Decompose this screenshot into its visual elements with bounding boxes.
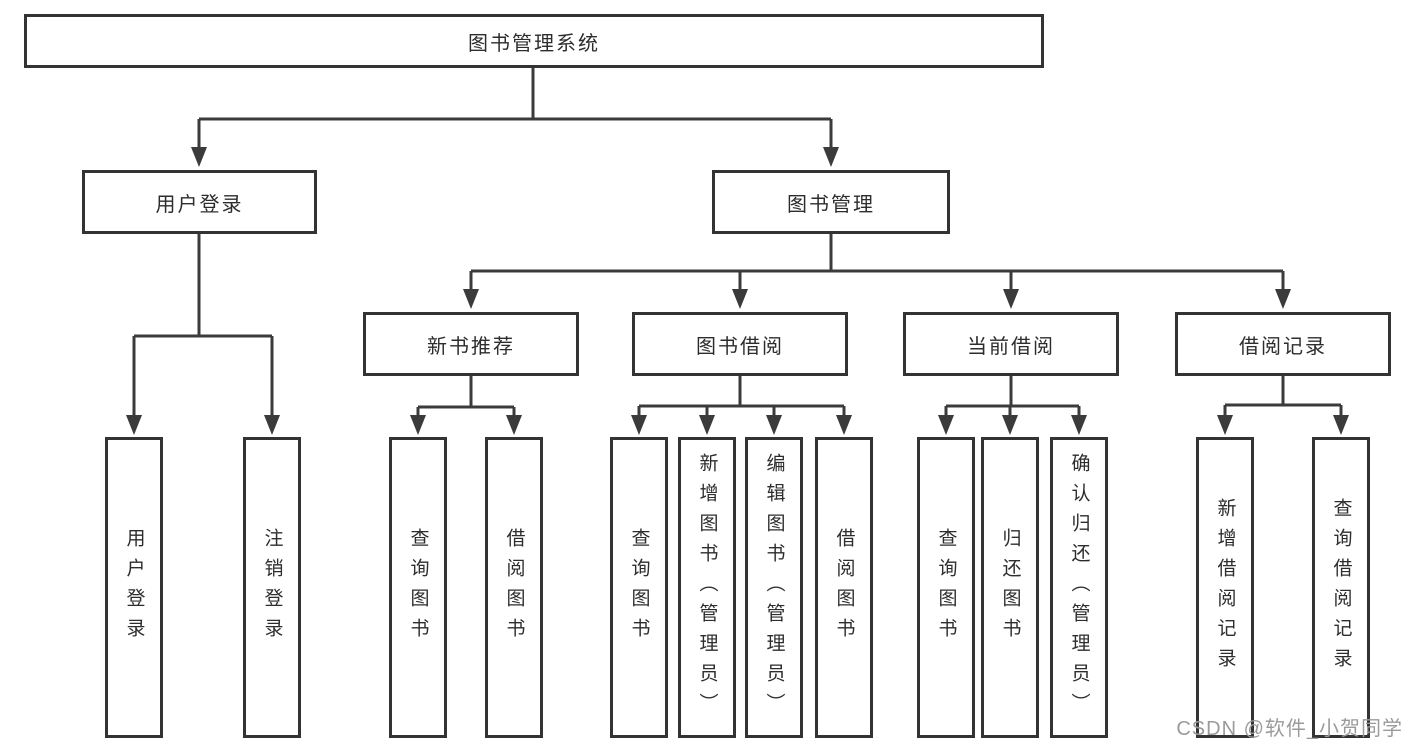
leaf-recommend-search-book: 查询图书	[389, 437, 447, 738]
node-book-borrow: 图书借阅	[632, 312, 848, 376]
leaf-borrow-add-book-admin: 新增图书（管理员）	[678, 437, 736, 738]
leaf-logout: 注销登录	[243, 437, 301, 738]
node-user-login: 用户登录	[82, 170, 317, 234]
leaf-records-add-record: 新增借阅记录	[1196, 437, 1254, 738]
node-book-management: 图书管理	[712, 170, 950, 234]
node-borrow-records: 借阅记录	[1175, 312, 1391, 376]
node-current-borrow: 当前借阅	[903, 312, 1119, 376]
leaf-borrow-borrow-book: 借阅图书	[815, 437, 873, 738]
leaf-current-search-book: 查询图书	[917, 437, 975, 738]
node-root-system: 图书管理系统	[24, 14, 1044, 68]
arrowheads	[126, 147, 1349, 435]
leaf-borrow-edit-book-admin: 编辑图书（管理员）	[745, 437, 803, 738]
leaf-current-confirm-return-admin: 确认归还（管理员）	[1050, 437, 1108, 738]
csdn-watermark: CSDN @软件_小贺同学	[1176, 718, 1403, 740]
leaf-borrow-search-book: 查询图书	[610, 437, 668, 738]
leaf-current-return-book: 归还图书	[981, 437, 1039, 738]
leaf-user-login: 用户登录	[105, 437, 163, 738]
leaf-records-search-record: 查询借阅记录	[1312, 437, 1370, 738]
leaf-recommend-borrow-book: 借阅图书	[485, 437, 543, 738]
node-new-book-recommend: 新书推荐	[363, 312, 579, 376]
